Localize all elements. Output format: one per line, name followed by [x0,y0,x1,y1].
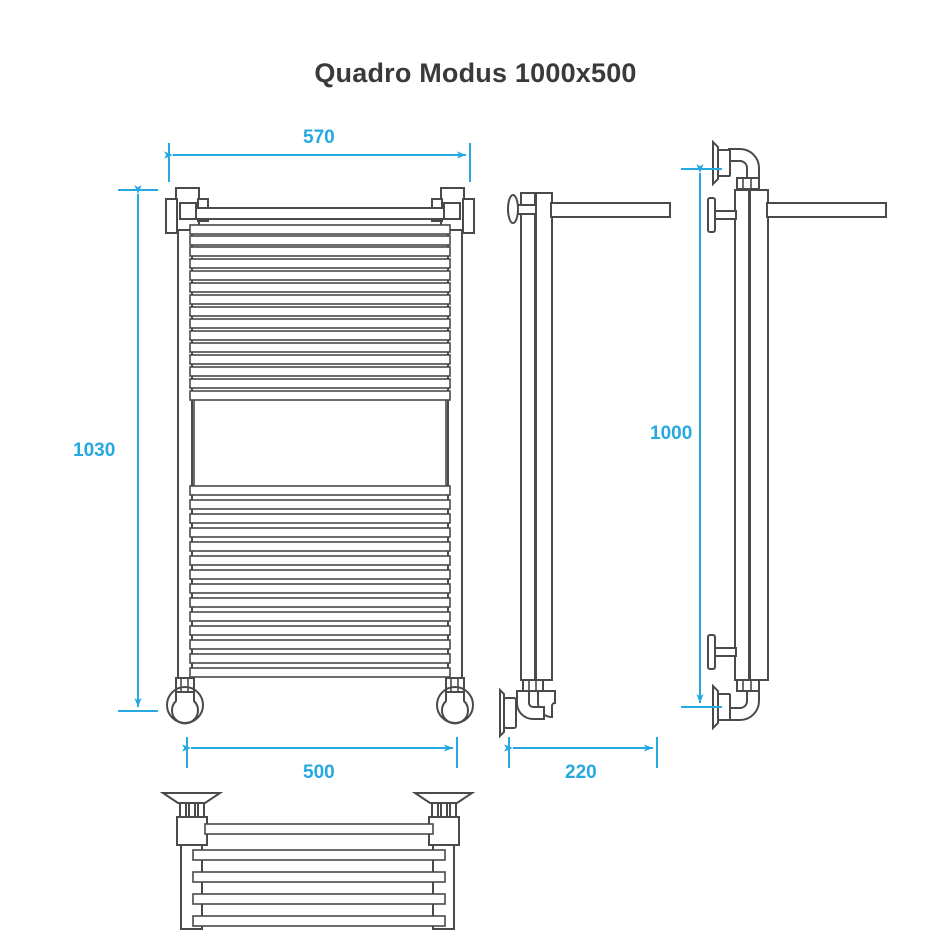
dimension-line-570 [164,143,471,182]
dimension-label-width-500: 500 [303,762,335,783]
dimension-line-220 [504,737,658,768]
front-view-rungs-upper [189,224,451,401]
dimension-line-1000 [681,164,722,708]
plan-wall-mount-left [159,792,224,821]
plan-rail-right [432,844,455,930]
plan-bracket-left [176,816,208,846]
front-view-rungs-lower [189,485,451,678]
side-view-right [707,139,887,731]
elbow-connector-bottom-right-view [712,679,760,731]
plan-wall-mount-right [411,792,476,821]
dimension-label-height-1030: 1030 [73,440,116,461]
page-title: Quadro Modus 1000x500 [314,58,637,88]
elbow-connector-top-right-view [712,139,760,190]
dimension-label-depth-220: 220 [565,762,597,783]
wall-stay-side-view [507,194,537,224]
plan-view [159,792,476,930]
dimension-label-width-570: 570 [303,127,335,148]
wall-stay-right-view-upper [707,197,737,233]
towel-bar-projection-side [550,202,671,218]
plan-rail-left [180,844,203,930]
elbow-connector-side-bottom [499,679,556,739]
dimension-line-1030 [118,185,158,712]
dimension-label-height-1000: 1000 [650,423,693,444]
side-view-left [499,192,671,739]
plan-view-bars [192,823,446,927]
dimension-line-500 [182,737,458,768]
valve-connector-bottom-left [166,677,204,725]
towel-bar-projection-right [766,202,887,218]
valve-connector-bottom-right [436,677,474,725]
front-view-top-bar [195,207,445,220]
front-view-mid-gap [193,400,447,487]
front-view [165,187,475,725]
wall-stay-right-view-lower [707,634,737,670]
